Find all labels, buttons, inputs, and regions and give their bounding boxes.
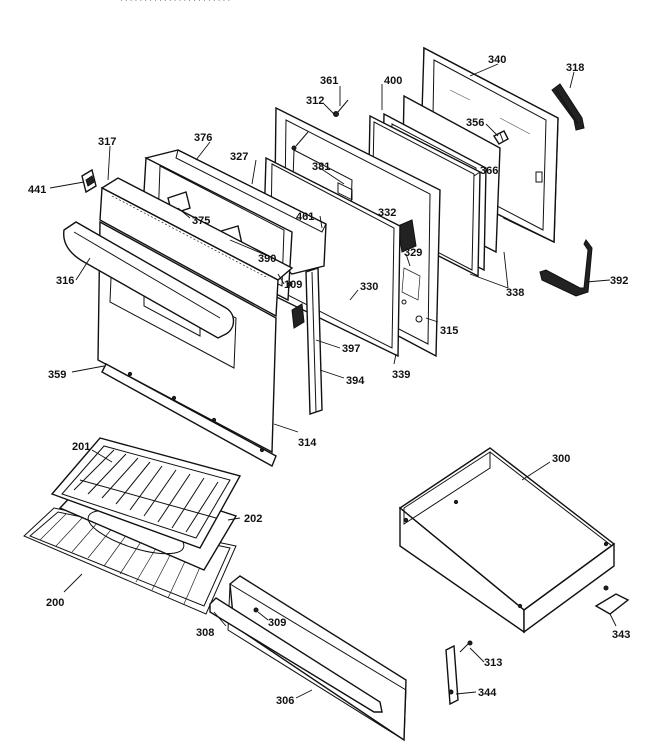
callout-308: 308 bbox=[196, 627, 214, 639]
callout-344: 344 bbox=[478, 687, 497, 699]
callout-339: 339 bbox=[392, 369, 410, 381]
callout-366: 366 bbox=[480, 165, 498, 177]
callout-201: 201 bbox=[72, 441, 90, 453]
callout-300: 300 bbox=[552, 453, 570, 465]
drawer-handle-308 bbox=[209, 597, 383, 713]
callout-313: 313 bbox=[484, 657, 502, 669]
callout-330: 330 bbox=[360, 281, 378, 293]
hinge-rod-392 bbox=[539, 239, 593, 297]
callout-356: 356 bbox=[466, 117, 484, 129]
callout-361: 361 bbox=[320, 75, 338, 87]
callout-327: 327 bbox=[230, 151, 248, 163]
callout-340: 340 bbox=[488, 54, 506, 66]
drawer-front-306 bbox=[227, 575, 407, 742]
door-bottom-trim-359 bbox=[101, 363, 277, 467]
callout-314: 314 bbox=[298, 437, 317, 449]
callout-312: 312 bbox=[306, 95, 324, 107]
leader-lines bbox=[49, 63, 617, 699]
drawer-glide-343 bbox=[594, 585, 630, 615]
callout-202: 202 bbox=[244, 513, 262, 525]
callout-359: 359 bbox=[48, 369, 66, 381]
callout-441: 441 bbox=[28, 184, 46, 196]
callout-343: 343 bbox=[612, 629, 630, 641]
callout-316: 316 bbox=[56, 275, 74, 287]
storage-drawer-300 bbox=[398, 447, 616, 634]
callout-317: 317 bbox=[98, 136, 116, 148]
vent-trim-318 bbox=[551, 83, 585, 131]
callout-394: 394 bbox=[346, 375, 365, 387]
callout-labels: 340 318 361 400 312 356 376 317 327 381 … bbox=[28, 54, 630, 707]
broiler-grid-201 bbox=[50, 437, 242, 549]
callout-329: 329 bbox=[404, 247, 422, 259]
callout-461: 461 bbox=[296, 211, 314, 223]
callout-109: 109 bbox=[284, 279, 302, 291]
door-side-rail-394 bbox=[291, 267, 323, 415]
callout-375: 375 bbox=[192, 215, 210, 227]
callout-318: 318 bbox=[566, 62, 584, 74]
header-fragment: · · · · · · · · · · · · · · · · · · · · … bbox=[120, 0, 230, 5]
callout-390: 390 bbox=[258, 253, 276, 265]
callout-381: 381 bbox=[312, 161, 330, 173]
callout-309: 309 bbox=[268, 617, 286, 629]
door-handle-316 bbox=[63, 221, 235, 339]
callout-376: 376 bbox=[194, 132, 212, 144]
callout-392: 392 bbox=[610, 275, 628, 287]
callout-397: 397 bbox=[342, 343, 360, 355]
callout-338: 338 bbox=[506, 287, 524, 299]
callout-200: 200 bbox=[46, 597, 64, 609]
callout-306: 306 bbox=[276, 695, 294, 707]
callout-315: 315 bbox=[440, 325, 458, 337]
drawer-slide-344 bbox=[445, 640, 473, 706]
glass-clip-356 bbox=[492, 130, 509, 145]
door-top-panel-317 bbox=[99, 177, 294, 318]
hinge-bracket-441 bbox=[81, 168, 97, 194]
callout-400: 400 bbox=[384, 75, 402, 87]
callout-332: 332 bbox=[378, 207, 396, 219]
